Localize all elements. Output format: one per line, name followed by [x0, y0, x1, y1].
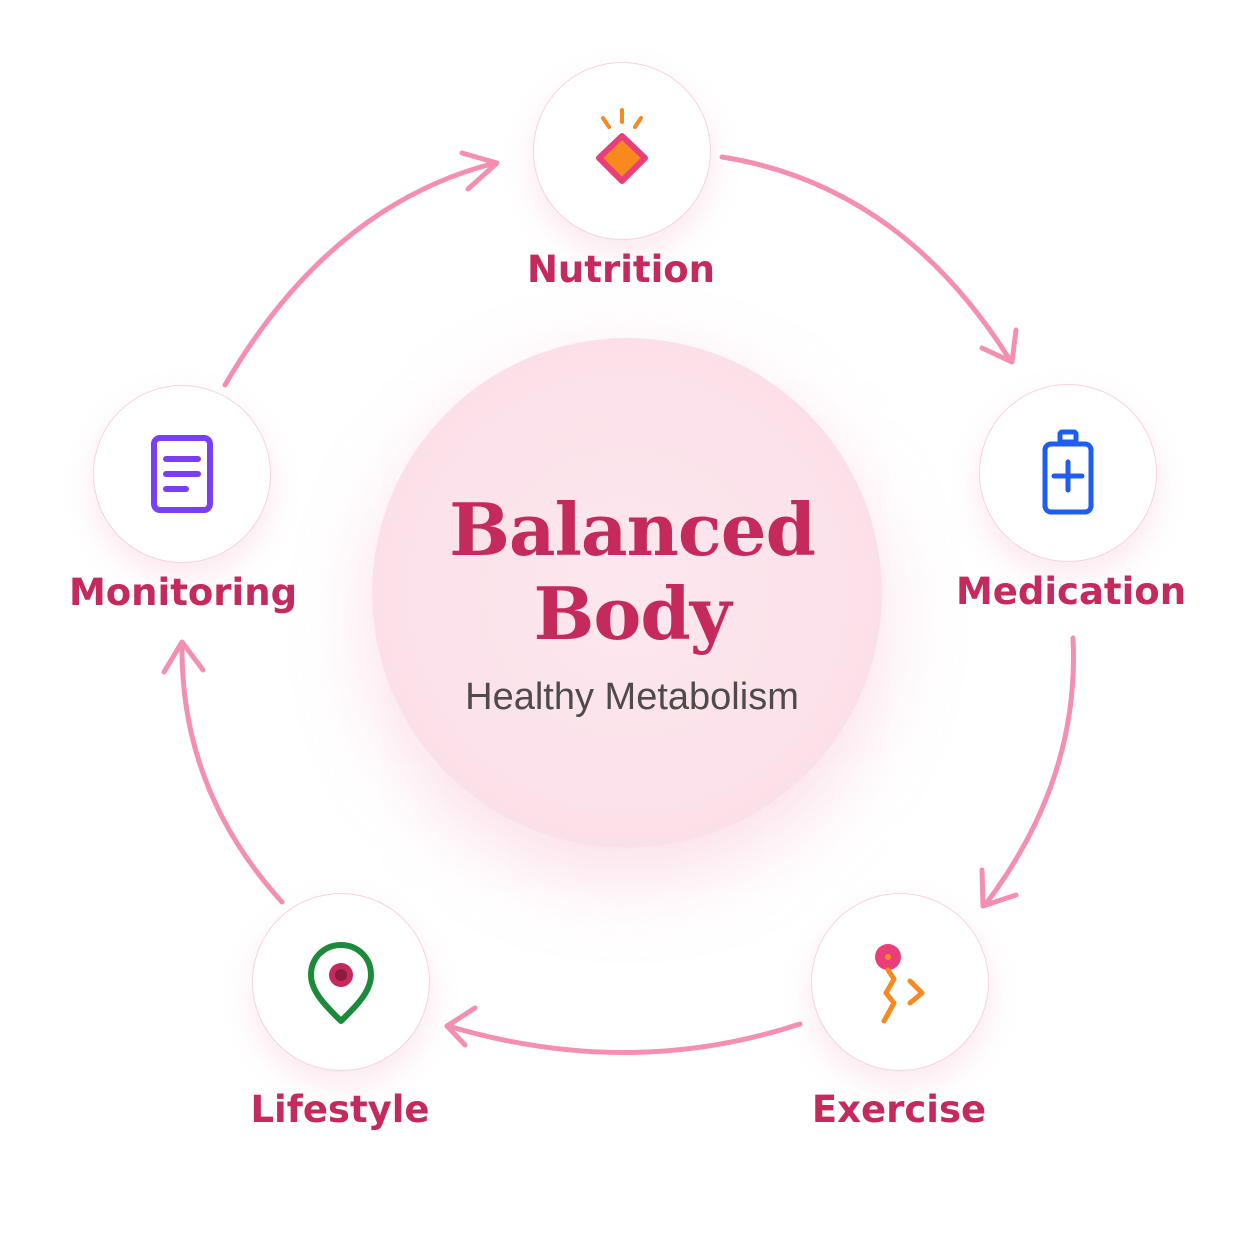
arrowhead-medication [979, 327, 1019, 365]
arrow-nutrition-to-medication [719, 154, 1013, 363]
arrow-medication-to-exercise [982, 635, 1076, 908]
arrowhead-exercise [979, 867, 1019, 909]
arrow-exercise-to-lifestyle [445, 1021, 803, 1055]
node-medication [979, 384, 1157, 562]
document-list-icon [151, 435, 213, 513]
arrowhead-nutrition [459, 150, 500, 192]
center-title-line1: Balanced [449, 487, 816, 572]
arrowhead-monitoring [161, 639, 206, 675]
location-pin-icon [308, 942, 374, 1024]
center-title-line2: Body [533, 571, 731, 656]
node-label-medication: Medication [955, 570, 1187, 613]
arrowhead-lifestyle [444, 1005, 478, 1048]
running-person-icon [875, 944, 925, 1024]
node-exercise [811, 893, 989, 1071]
center-subtitle: Healthy Metabolism [465, 676, 799, 718]
center-title: Balanced Body [372, 488, 892, 656]
node-label-monitoring: Monitoring [68, 571, 298, 614]
node-monitoring [93, 385, 271, 563]
node-label-nutrition: Nutrition [526, 248, 716, 291]
node-label-exercise: Exercise [811, 1088, 987, 1131]
nutrition-diamond-icon [596, 108, 648, 184]
medicine-bottle-icon [1042, 429, 1094, 515]
arrow-lifestyle-to-monitoring [179, 640, 285, 905]
node-lifestyle [252, 893, 430, 1071]
center-circle [372, 338, 882, 848]
node-nutrition [533, 62, 711, 240]
node-label-lifestyle: Lifestyle [250, 1088, 430, 1131]
arrow-monitoring-to-nutrition [222, 160, 498, 388]
